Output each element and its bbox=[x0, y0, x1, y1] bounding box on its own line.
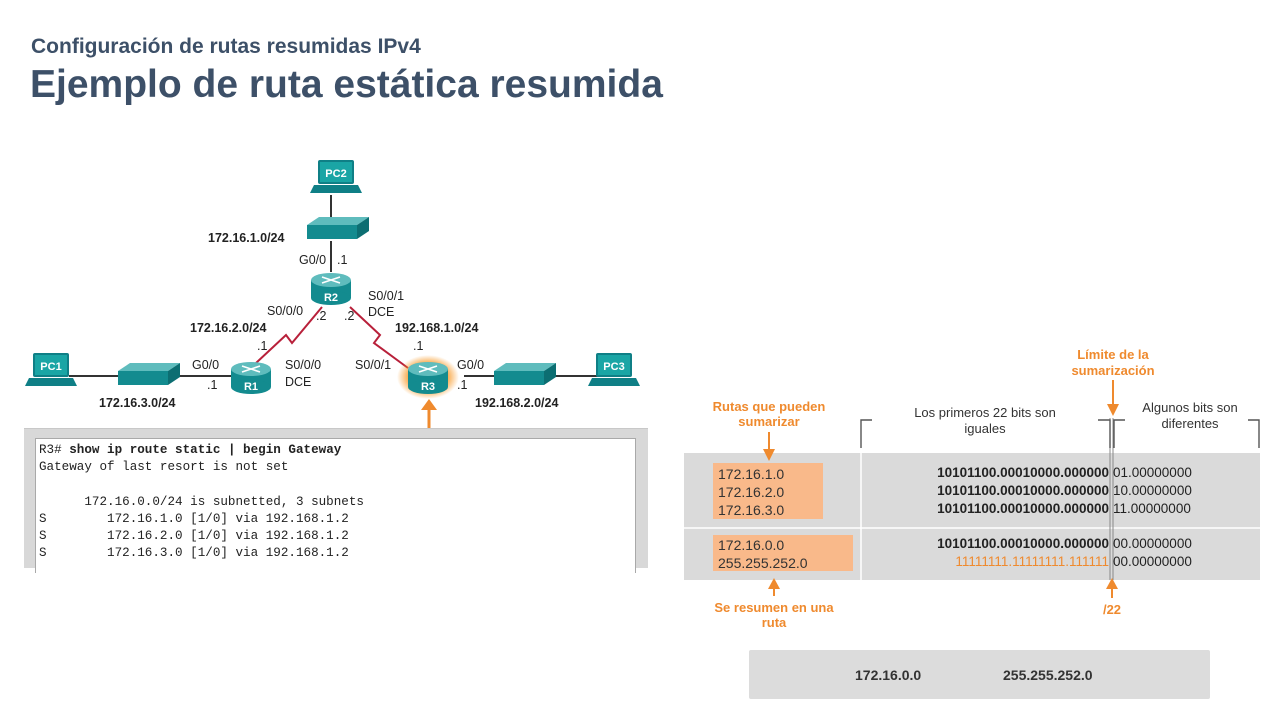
svg-text:G0/0: G0/0 bbox=[457, 358, 484, 372]
svg-text:00.00000000: 00.00000000 bbox=[1113, 536, 1192, 551]
svg-text:iguales: iguales bbox=[964, 421, 1006, 436]
net-lan-r1: 172.16.3.0/24 bbox=[99, 396, 176, 410]
svg-text:11.00000000: 11.00000000 bbox=[1113, 501, 1191, 516]
svg-text:S0/0/0: S0/0/0 bbox=[267, 304, 303, 318]
routes-label-2: sumarizar bbox=[738, 414, 799, 429]
pc3-label: PC3 bbox=[603, 361, 624, 373]
slide-subtitle: Configuración de rutas resumidas IPv4 bbox=[31, 35, 421, 58]
svg-text:.1: .1 bbox=[207, 378, 217, 392]
pc1-icon: PC1 bbox=[25, 353, 77, 386]
topology-links bbox=[69, 195, 602, 377]
cli-line: S 172.16.3.0 [1/0] via 192.168.1.2 bbox=[39, 546, 349, 561]
svg-text:10101100.00010000.000000: 10101100.00010000.000000 bbox=[937, 501, 1109, 516]
svg-text:.1: .1 bbox=[257, 339, 267, 353]
routes-label-1: Rutas que pueden bbox=[713, 399, 826, 414]
bracket-lines bbox=[860, 419, 1260, 448]
svg-text:.1: .1 bbox=[413, 339, 423, 353]
arrow-up-icon bbox=[1106, 578, 1118, 589]
r3-pointer-arrow-icon bbox=[421, 399, 437, 428]
router-r2-icon: R2 bbox=[311, 273, 351, 305]
topology-labels: 172.16.1.0/24 G0/0 .1 S0/0/0 .2 S0/0/1 D… bbox=[99, 231, 558, 410]
summarize-label-2: ruta bbox=[762, 615, 787, 630]
svg-text:.1: .1 bbox=[457, 378, 467, 392]
svg-text:.2: .2 bbox=[316, 309, 326, 323]
pc3-icon: PC3 bbox=[588, 353, 640, 386]
svg-text:diferentes: diferentes bbox=[1161, 416, 1219, 431]
router-r1-icon: R1 bbox=[231, 362, 271, 394]
svg-text:DCE: DCE bbox=[285, 375, 311, 389]
svg-text:172.16.2.0: 172.16.2.0 bbox=[718, 484, 784, 500]
arrow-down-icon bbox=[763, 449, 775, 461]
network-topology-diagram: PC2 PC1 PC3 R2 bbox=[25, 160, 640, 428]
pc2-icon: PC2 bbox=[310, 160, 362, 193]
gray-labels: Los primeros 22 bits son iguales Algunos… bbox=[914, 400, 1238, 436]
net-lan-r2: 172.16.1.0/24 bbox=[208, 231, 285, 245]
net-link-r1-r2: 172.16.2.0/24 bbox=[190, 321, 267, 335]
net-lan-r3: 192.168.2.0/24 bbox=[475, 396, 558, 410]
svg-text:172.16.3.0: 172.16.3.0 bbox=[718, 502, 784, 518]
svg-text:00.00000000: 00.00000000 bbox=[1113, 554, 1192, 569]
svg-text:10101100.00010000.000000: 10101100.00010000.000000 bbox=[937, 483, 1109, 498]
limit-label-1: Límite de la bbox=[1077, 347, 1149, 362]
svg-text:10101100.00010000.000000: 10101100.00010000.000000 bbox=[937, 465, 1109, 480]
summary-box bbox=[713, 535, 853, 571]
cli-line: S 172.16.2.0 [1/0] via 192.168.1.2 bbox=[39, 528, 349, 543]
cli-output-panel: R3# show ip route static | begin Gateway… bbox=[24, 428, 648, 573]
svg-text:172.16.1.0: 172.16.1.0 bbox=[718, 466, 784, 482]
summarize-label-1: Se resumen en una bbox=[714, 600, 834, 615]
route-addresses: 172.16.1.0 172.16.2.0 172.16.3.0 172.16.… bbox=[718, 466, 808, 571]
svg-text:10101100.00010000.000000: 10101100.00010000.000000 bbox=[937, 536, 1109, 551]
router-r3-icon: R3 bbox=[397, 355, 459, 399]
cli-terminal: R3# show ip route static | begin Gateway… bbox=[35, 438, 636, 573]
cli-line: S 172.16.1.0 [1/0] via 192.168.1.2 bbox=[39, 511, 349, 526]
orange-arrows bbox=[763, 380, 1119, 598]
net-link-r2-r3: 192.168.1.0/24 bbox=[395, 321, 478, 335]
svg-text:S0/0/0: S0/0/0 bbox=[285, 358, 321, 372]
arrow-down-icon bbox=[1107, 404, 1119, 416]
svg-text:11111111.11111111.111111: 11111111.11111111.111111 bbox=[955, 554, 1109, 569]
svg-text:G0/0: G0/0 bbox=[299, 253, 326, 267]
r1-label: R1 bbox=[244, 381, 258, 393]
summary-route-result: 172.16.0.0 255.255.252.0 bbox=[749, 650, 1210, 699]
slide-title: Ejemplo de ruta estática resumida bbox=[30, 63, 663, 106]
result-network: 172.16.0.0 bbox=[855, 667, 922, 683]
cli-line: Gateway of last resort is not set bbox=[39, 460, 289, 475]
limit-label-2: sumarización bbox=[1071, 363, 1154, 378]
arrow-up-icon bbox=[768, 578, 780, 589]
svg-text:255.255.252.0: 255.255.252.0 bbox=[718, 555, 808, 571]
routes-box bbox=[713, 463, 823, 519]
svg-text:01.00000000: 01.00000000 bbox=[1113, 465, 1192, 480]
svg-text:10.00000000: 10.00000000 bbox=[1113, 483, 1192, 498]
summarization-figure: Límite de la sumarización Rutas que pued… bbox=[684, 347, 1260, 630]
pc1-label: PC1 bbox=[40, 361, 61, 373]
r3-label: R3 bbox=[421, 381, 435, 393]
switch-r1-icon bbox=[118, 363, 180, 385]
binary-values: 10101100.00010000.000000 01.00000000 101… bbox=[937, 465, 1192, 569]
pc2-label: PC2 bbox=[325, 168, 346, 180]
cli-line bbox=[39, 476, 635, 493]
svg-text:172.16.0.0: 172.16.0.0 bbox=[718, 537, 784, 553]
cli-command-line: R3# show ip route static | begin Gateway bbox=[39, 443, 342, 457]
prefix-label: /22 bbox=[1103, 602, 1121, 617]
cli-line: 172.16.0.0/24 is subnetted, 3 subnets bbox=[39, 494, 364, 509]
switch-r2-icon bbox=[307, 217, 369, 239]
svg-text:S0/0/1: S0/0/1 bbox=[355, 358, 391, 372]
switch-r3-icon bbox=[494, 363, 556, 385]
svg-text:G0/0: G0/0 bbox=[192, 358, 219, 372]
orange-labels: Límite de la sumarización Rutas que pued… bbox=[713, 347, 1155, 630]
svg-text:Los primeros 22 bits son: Los primeros 22 bits son bbox=[914, 405, 1056, 420]
svg-text:.1: .1 bbox=[337, 253, 347, 267]
svg-text:Algunos bits son: Algunos bits son bbox=[1142, 400, 1237, 415]
svg-text:S0/0/1: S0/0/1 bbox=[368, 289, 404, 303]
r2-label: R2 bbox=[324, 292, 338, 304]
result-mask: 255.255.252.0 bbox=[1003, 667, 1093, 683]
svg-text:.2: .2 bbox=[344, 309, 354, 323]
svg-text:DCE: DCE bbox=[368, 305, 394, 319]
